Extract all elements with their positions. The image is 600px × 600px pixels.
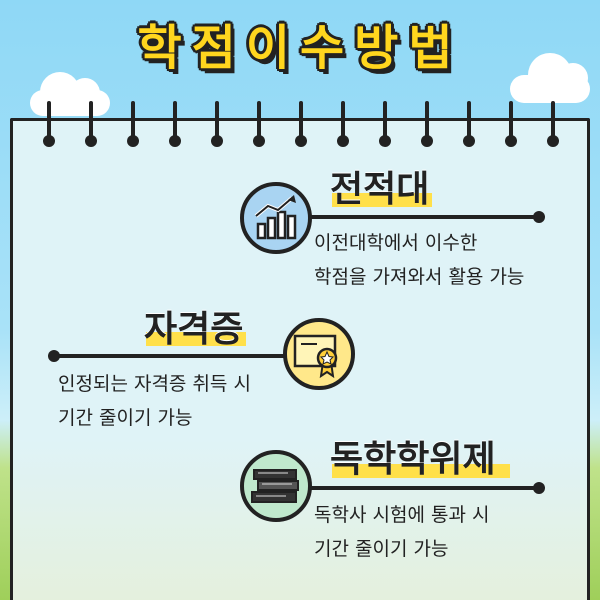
- binder-ring: [551, 101, 555, 139]
- cloud: [30, 72, 110, 116]
- binder-ring-hole: [421, 135, 433, 147]
- binder-ring: [173, 101, 177, 139]
- binder-ring-hole: [211, 135, 223, 147]
- binder-ring-hole: [463, 135, 475, 147]
- heading-highlight: [146, 332, 246, 346]
- heading-certificate: 자격증: [144, 309, 244, 350]
- binder-ring: [341, 101, 345, 139]
- binder-ring-hole: [253, 135, 265, 147]
- binder-ring: [467, 101, 471, 139]
- binder-ring: [215, 101, 219, 139]
- binder-ring-hole: [43, 135, 55, 147]
- binder-ring-hole: [379, 135, 391, 147]
- binder-ring: [89, 101, 93, 139]
- binder-ring: [257, 101, 261, 139]
- connector-line: [300, 215, 538, 219]
- binder-ring-hole: [127, 135, 139, 147]
- binder-ring-hole: [85, 135, 97, 147]
- binder-ring-hole: [169, 135, 181, 147]
- connector-line: [52, 354, 310, 358]
- binder-ring: [299, 101, 303, 139]
- heading-highlight: [332, 464, 510, 478]
- binder-ring: [131, 101, 135, 139]
- connector-line: [300, 486, 538, 490]
- binder-ring: [425, 101, 429, 139]
- cloud: [510, 53, 590, 103]
- book-stack-icon: [240, 450, 312, 522]
- heading-highlight: [332, 193, 432, 207]
- connector-dot: [48, 350, 60, 362]
- binder-ring: [47, 101, 51, 139]
- binder-ring-hole: [547, 135, 559, 147]
- heading-self-study-degree: 독학학위제: [330, 439, 496, 480]
- heading-transfer-credit: 전적대: [330, 169, 430, 210]
- binder-ring-hole: [337, 135, 349, 147]
- page-title: 학점이수방법: [137, 20, 463, 76]
- binder-ring: [509, 101, 513, 139]
- growth-chart-icon: [240, 182, 312, 254]
- binder-ring-hole: [295, 135, 307, 147]
- connector-dot: [533, 482, 545, 494]
- certificate-icon: [283, 318, 355, 390]
- binder-ring-hole: [505, 135, 517, 147]
- binder-ring: [383, 101, 387, 139]
- connector-dot: [533, 211, 545, 223]
